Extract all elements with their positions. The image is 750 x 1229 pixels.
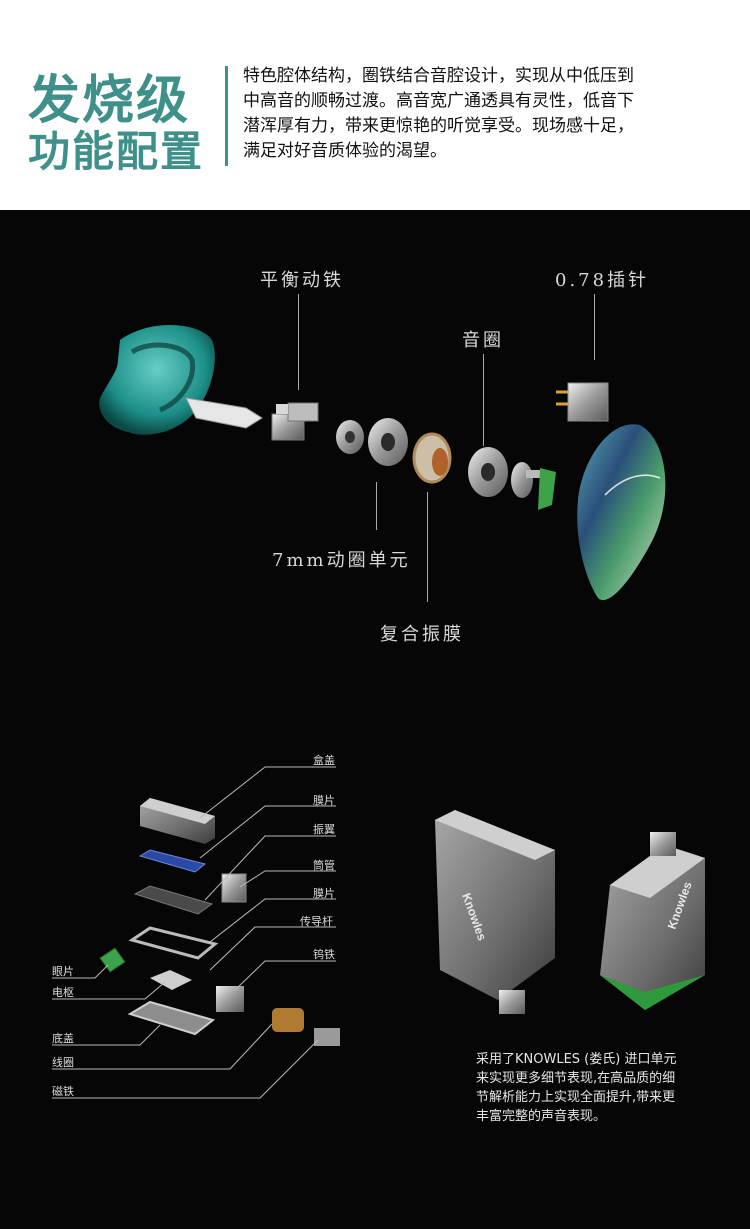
- label-wing: 振翼: [313, 823, 335, 836]
- caption-line: 采用了KNOWLES (娄氏) 进口单元: [476, 1052, 677, 1067]
- driver-ring-image: [368, 418, 408, 466]
- armature-copper-coil-image: [272, 1008, 304, 1032]
- armature-box-cover-image: [140, 798, 215, 844]
- label-voice-coil: 音圈: [462, 330, 504, 351]
- armature-magnet-image: [314, 1028, 340, 1046]
- label-film-2: 膜片: [313, 887, 335, 900]
- caption-line: 丰富完整的声音表现。: [476, 1109, 607, 1124]
- front-spacer-image: [336, 420, 364, 454]
- voice-coil-image: [468, 447, 508, 497]
- knowles-caption: 采用了KNOWLES (娄氏) 进口单元 来实现更多细节表现,在高品质的细 节解…: [476, 1050, 736, 1126]
- label-composite-diaphragm: 复合振膜: [380, 624, 464, 645]
- description: 特色腔体结构，圈铁结合音腔设计，实现从中低压到 中高音的顺畅过渡。高音宽广通透具…: [243, 64, 733, 164]
- description-line: 中高音的顺畅过渡。高音宽广通透具有灵性，低音下: [243, 91, 634, 111]
- description-line: 潜浑厚有力，带来更惊艳的听觉享受。现场感十足，: [243, 116, 634, 136]
- description-line: 特色腔体结构，圈铁结合音腔设计，实现从中低压到: [243, 66, 634, 86]
- label-magnet: 磁铁: [52, 1085, 74, 1098]
- title-divider: [225, 66, 228, 166]
- knowles-unit-right-image: [600, 832, 705, 1010]
- leader-line: [376, 482, 377, 530]
- armature-wing-image: [133, 885, 214, 915]
- caption-line: 节解析能力上实现全面提升,带来更: [476, 1090, 676, 1105]
- label-eyelet: 眼片: [52, 965, 74, 978]
- leader-line: [298, 294, 299, 390]
- armature-tube-image: [221, 873, 247, 903]
- armature-frame-image: [128, 926, 219, 960]
- armature-film-image: [138, 849, 207, 873]
- leader-line: [594, 294, 595, 360]
- composite-diaphragm-image: [412, 432, 452, 484]
- armature-coil-stack-image: [216, 986, 244, 1012]
- label-yoke: 钨铁: [313, 948, 335, 961]
- magnet-assembly-image: [511, 462, 556, 510]
- label-7mm-driver: 7mm动圈单元: [272, 550, 411, 571]
- faceplate-image: [577, 424, 666, 601]
- title-line2: 功能配置: [28, 127, 205, 176]
- armature-reed-image: [150, 970, 192, 990]
- title-line1: 发烧级: [28, 71, 191, 131]
- label-balanced-armature: 平衡动铁: [260, 270, 344, 291]
- caption-line: 来实现更多细节表现,在高品质的细: [476, 1071, 676, 1086]
- leader-line: [483, 354, 484, 446]
- label-base: 底盖: [52, 1032, 74, 1045]
- armature-pcb-image: [99, 947, 126, 973]
- label-pin: 0.78插针: [555, 270, 650, 291]
- label-tube: 筒管: [313, 859, 335, 872]
- description-line: 满足对好音质体验的渴望。: [243, 141, 447, 161]
- pin-connector-image: [556, 382, 609, 422]
- armature-base-image: [127, 1000, 216, 1036]
- label-drive-rod: 传导杆: [300, 915, 333, 928]
- label-armature: 电枢: [52, 986, 74, 999]
- balanced-armature-image: [271, 402, 319, 441]
- label-coil: 线圈: [52, 1056, 74, 1069]
- leader-line: [427, 492, 428, 602]
- header-panel: 发烧级 功能配置 特色腔体结构，圈铁结合音腔设计，实现从中低压到 中高音的顺畅过…: [0, 0, 750, 210]
- knowles-unit-left-image: [435, 810, 555, 1014]
- label-box-cover: 盒盖: [313, 754, 335, 767]
- shell-image: [99, 324, 263, 435]
- label-film: 膜片: [313, 794, 335, 807]
